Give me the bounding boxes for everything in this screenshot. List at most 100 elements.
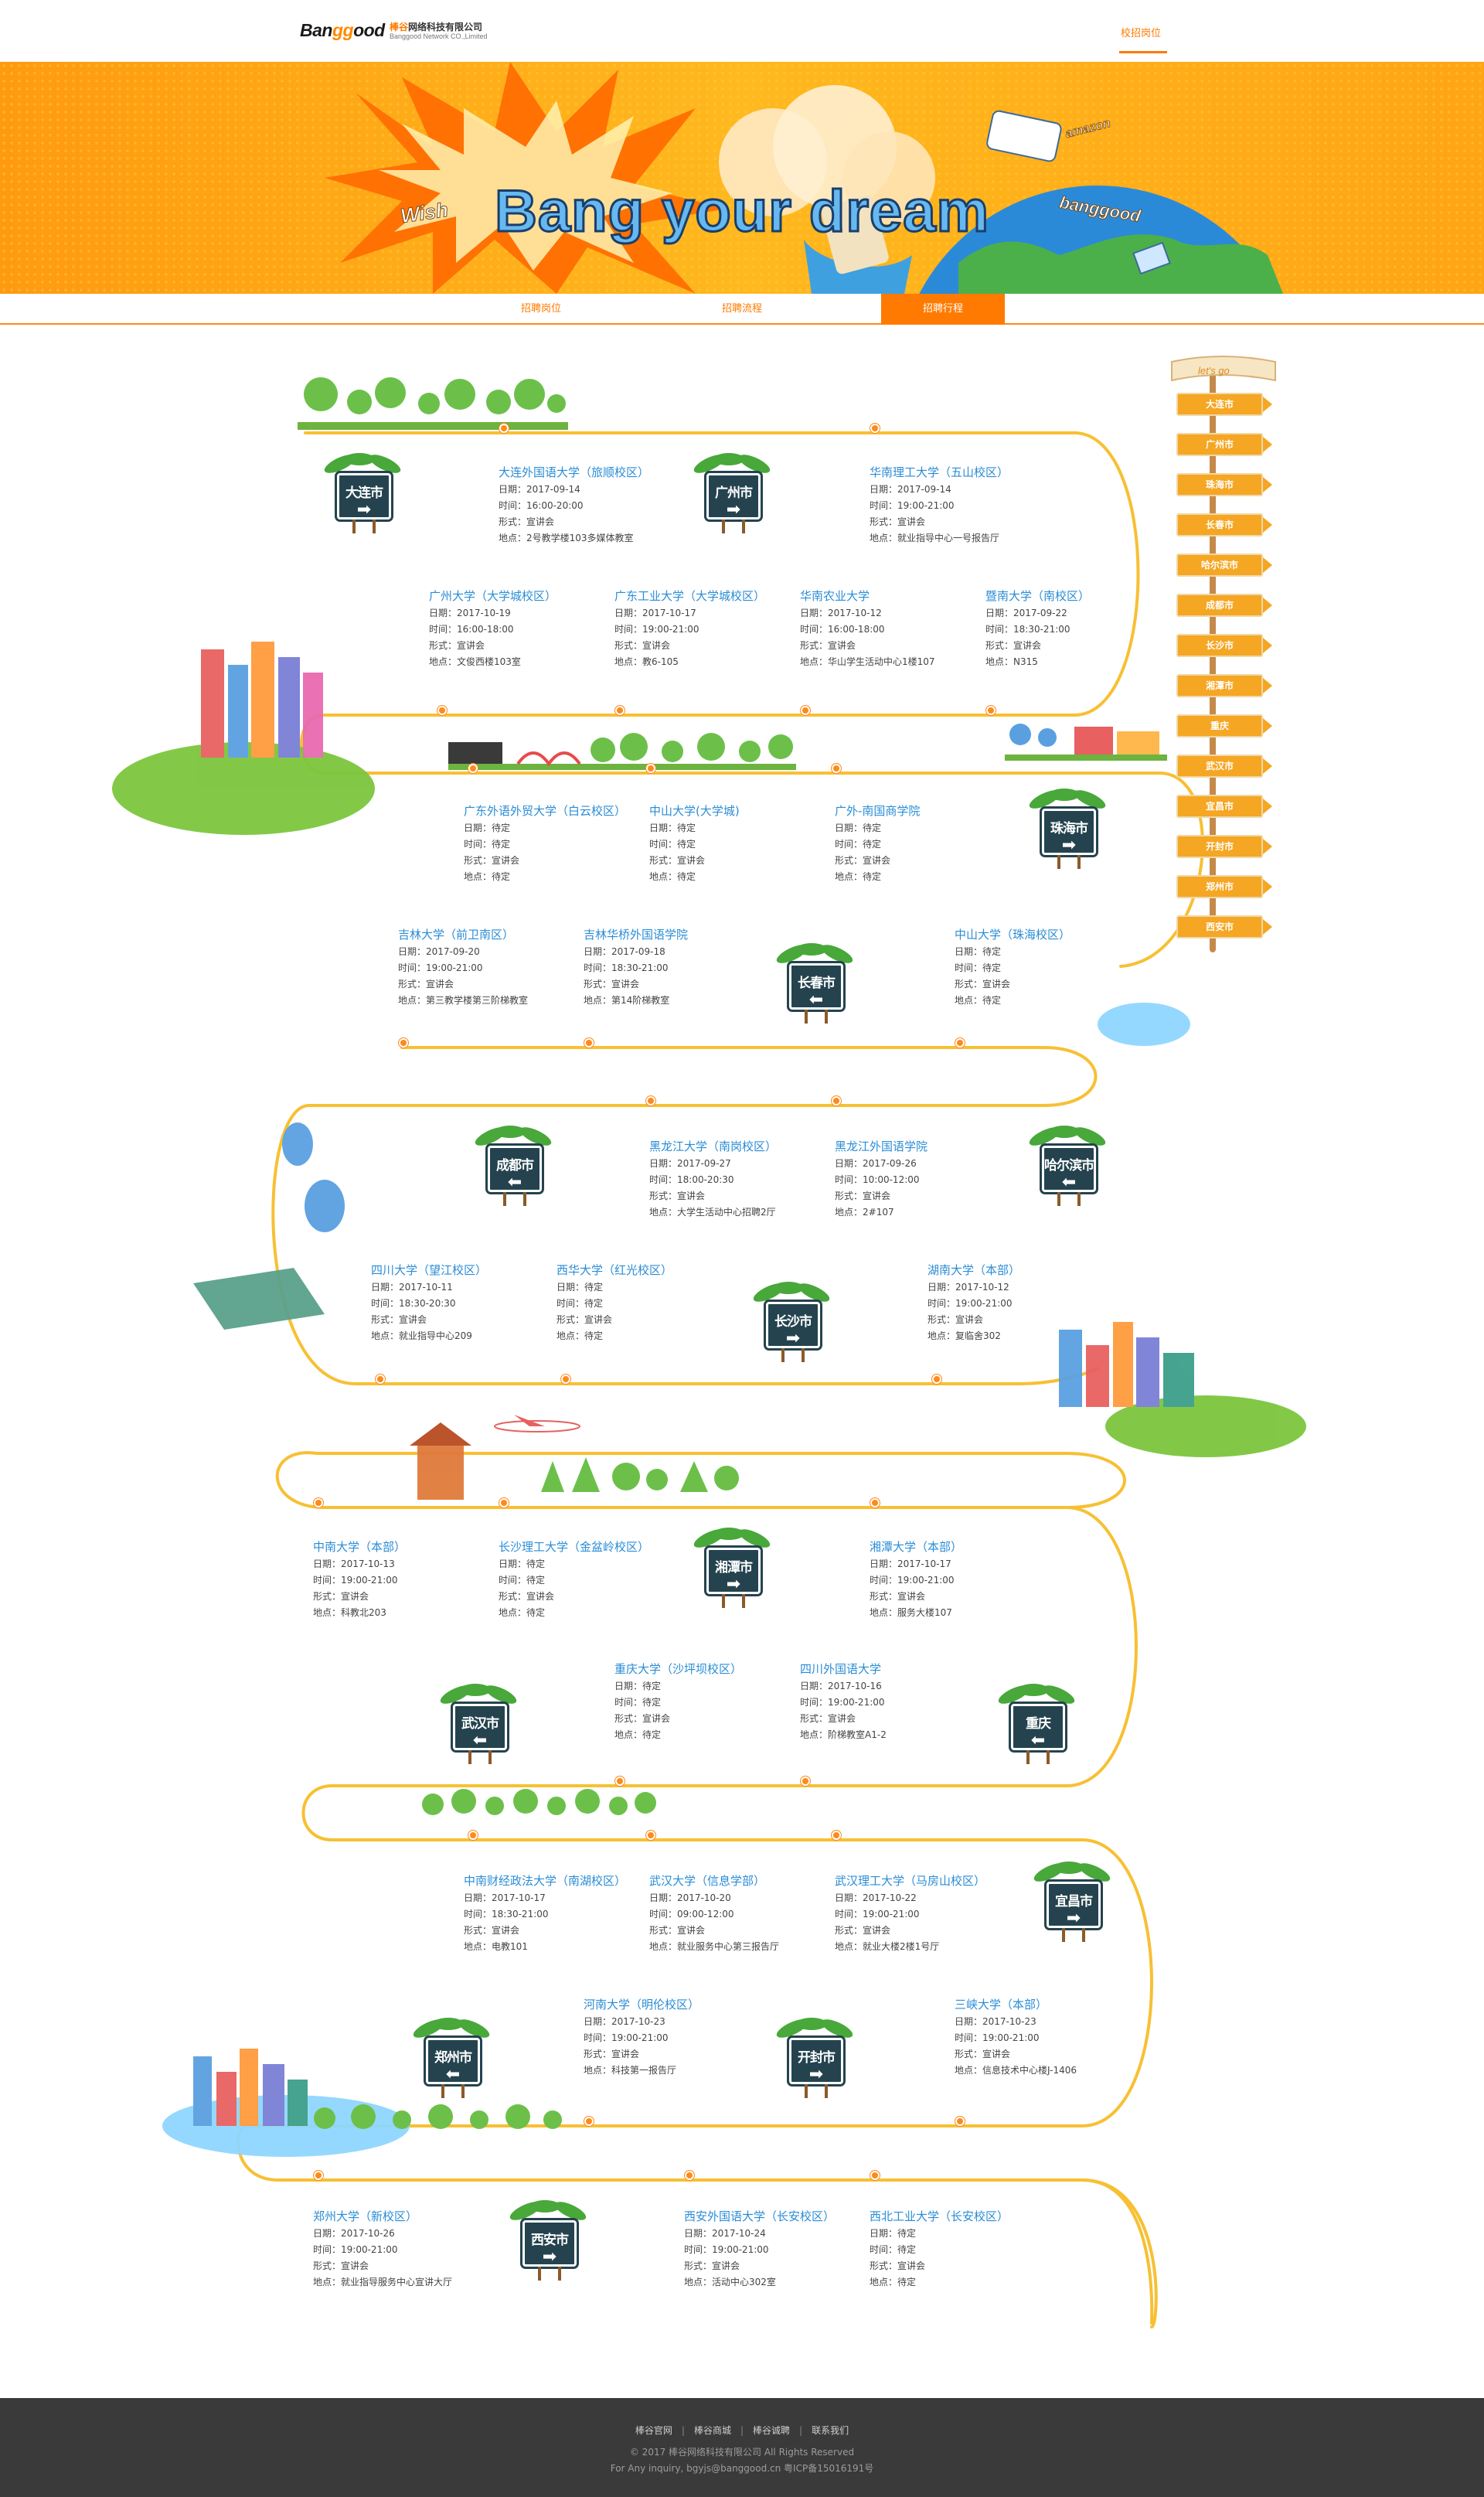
event-title[interactable]: 湖南大学（本部） <box>928 1263 1021 1277</box>
event-title[interactable]: 四川外国语大学 <box>800 1662 882 1676</box>
sidenav-item[interactable]: 开封市 <box>1176 835 1272 858</box>
hero-banner: Bang your dream Wish ebay banggood amazo… <box>0 62 1484 294</box>
event-form: 形式：宣讲会 <box>398 976 576 993</box>
banggood-logo[interactable]: Banggood <box>300 20 385 40</box>
sidenav-item[interactable]: 成都市 <box>1176 594 1272 617</box>
event-place-label: 地点： <box>870 533 898 543</box>
event-title[interactable]: 长沙理工大学（金盆岭校区） <box>499 1540 650 1554</box>
city-sign-chengdu[interactable]: 成都市⬅ <box>468 1119 560 1212</box>
event-title[interactable]: 中南财经政法大学（南湖校区） <box>464 1874 627 1888</box>
sidenav-item[interactable]: 长春市 <box>1176 513 1272 537</box>
sidenav-item[interactable]: 长沙市 <box>1176 634 1272 657</box>
event-title[interactable]: 暨南大学（南校区） <box>985 589 1091 603</box>
event-date-label: 日期： <box>584 946 612 957</box>
sidenav-item[interactable]: 珠海市 <box>1176 473 1272 496</box>
event-title[interactable]: 四川大学（望江校区） <box>371 1263 488 1277</box>
event-title[interactable]: 广东工业大学（大学城校区） <box>614 589 766 603</box>
event-title[interactable]: 华南农业大学 <box>800 589 870 603</box>
event-form-value: 宣讲会 <box>863 1925 891 1936</box>
city-sign-zhengzhou[interactable]: 郑州市⬅ <box>406 2012 499 2104</box>
city-sign-kaifeng[interactable]: 开封市➡ <box>769 2012 862 2104</box>
nav-campus-jobs[interactable]: 校招岗位 <box>1121 28 1162 39</box>
event-time-value: 19:00-21:00 <box>341 1575 398 1586</box>
event-date-value: 2017-09-27 <box>677 1158 731 1169</box>
event-title[interactable]: 黑龙江外国语学院 <box>835 1139 928 1153</box>
city-sign-harbin[interactable]: 哈尔滨市⬅ <box>1022 1119 1115 1212</box>
tab-process[interactable]: 招聘流程 <box>721 303 762 315</box>
event-place-label: 地点： <box>649 1941 678 1952</box>
event-title[interactable]: 吉林大学（前卫南区） <box>398 928 515 942</box>
event-title[interactable]: 中山大学(大学城) <box>649 804 740 818</box>
event-place-value: 阶梯教室A1-2 <box>828 1729 887 1740</box>
event-title[interactable]: 郑州大学（新校区） <box>313 2209 418 2223</box>
sidenav-item[interactable]: 西安市 <box>1176 915 1272 939</box>
event-title[interactable]: 西华大学（红光校区） <box>556 1263 673 1277</box>
event-title[interactable]: 广外-南国商学院 <box>835 804 921 818</box>
tab-positions[interactable]: 招聘岗位 <box>520 303 561 315</box>
event-title[interactable]: 黑龙江大学（南岗校区） <box>649 1139 778 1153</box>
footer <box>0 2398 1484 2497</box>
event-time: 时间：待定 <box>464 836 642 853</box>
city-sign-guangzhou[interactable]: 广州市➡ <box>686 447 779 540</box>
sidenav-item[interactable]: 大连市 <box>1176 393 1272 416</box>
event-title[interactable]: 华南理工大学（五山校区） <box>870 465 1009 479</box>
event-time: 时间：待定 <box>870 2242 1047 2258</box>
city-sign-xiangtan[interactable]: 湘潭市➡ <box>686 1521 779 1614</box>
footer-link-contact[interactable]: 联系我们 <box>812 2425 849 2436</box>
event-time-label: 时间： <box>556 1298 585 1309</box>
sidenav-item[interactable]: 广州市 <box>1176 433 1272 456</box>
event-title[interactable]: 吉林华桥外国语学院 <box>584 928 689 942</box>
event-title[interactable]: 三峡大学（本部） <box>955 1998 1048 2012</box>
event-place-value: 就业指导中心209 <box>399 1330 472 1341</box>
sidenav-item[interactable]: 武汉市 <box>1176 755 1272 778</box>
sidenav-item[interactable]: 湘潭市 <box>1176 674 1272 697</box>
sidenav-item[interactable]: 宜昌市 <box>1176 795 1272 818</box>
event-title[interactable]: 中山大学（珠海校区） <box>955 928 1071 942</box>
event-title[interactable]: 湘潭大学（本部） <box>870 1540 963 1554</box>
route-dot <box>986 706 996 715</box>
footer-link-jobs[interactable]: 棒谷诚聘 <box>753 2425 791 2436</box>
event-title[interactable]: 广东外语外贸大学（白云校区） <box>464 804 627 818</box>
event-form-label: 形式： <box>835 855 863 866</box>
city-sign-changchun[interactable]: 长春市⬅ <box>769 937 862 1030</box>
city-sign-wuhan[interactable]: 武汉市⬅ <box>433 1678 526 1770</box>
event-title[interactable]: 河南大学（明伦校区） <box>584 1998 700 2012</box>
event-title[interactable]: 广州大学（大学城校区） <box>429 589 557 603</box>
sidenav-item[interactable]: 郑州市 <box>1176 875 1272 898</box>
event-title[interactable]: 武汉理工大学（马房山校区） <box>835 1874 986 1888</box>
city-sign-dalian[interactable]: 大连市➡ <box>317 447 410 540</box>
city-sign-changsha[interactable]: 长沙市➡ <box>746 1276 839 1368</box>
event-place-value: 就业指导服务中心宣讲大厅 <box>341 2277 453 2287</box>
event-place: 地点：待定 <box>955 993 1132 1009</box>
event-date: 日期：2017-09-20 <box>398 944 576 960</box>
tab-schedule[interactable]: 招聘行程 <box>881 294 1005 325</box>
event-title[interactable]: 西安外国语大学（长安校区） <box>684 2209 836 2223</box>
sidenav-item[interactable]: 哈尔滨市 <box>1176 554 1272 577</box>
sidenav-item[interactable]: 重庆 <box>1176 714 1272 738</box>
event-place-value: 文俊西楼103室 <box>457 656 521 667</box>
footer-link-mall[interactable]: 棒谷商城 <box>693 2425 731 2436</box>
event-title[interactable]: 武汉大学（信息学部） <box>649 1874 766 1888</box>
event-time-label: 时间： <box>870 500 898 511</box>
city-sign-yichang[interactable]: 宜昌市➡ <box>1026 1855 1119 1948</box>
event-time-value: 待定 <box>526 1575 546 1586</box>
event-form-value: 宣讲会 <box>584 1314 613 1325</box>
event-title[interactable]: 大连外国语大学（旅顺校区） <box>499 465 650 479</box>
footer-link-official[interactable]: 棒谷官网 <box>635 2425 672 2436</box>
event-title[interactable]: 重庆大学（沙坪坝校区） <box>614 1662 743 1676</box>
event-time: 时间：待定 <box>556 1296 734 1312</box>
event-time-value: 16:00-18:00 <box>828 624 885 635</box>
city-sign-zhuhai[interactable]: 珠海市➡ <box>1022 782 1115 875</box>
event-date-label: 日期： <box>649 1158 678 1169</box>
event-date-label: 日期： <box>835 823 863 833</box>
event-form: 形式：宣讲会 <box>870 2258 1047 2274</box>
event-title[interactable]: 中南大学（本部） <box>313 1540 407 1554</box>
city-sign-xian[interactable]: 西安市➡ <box>502 2194 595 2287</box>
route-dot <box>468 1831 478 1840</box>
event-time-label: 时间： <box>313 2244 342 2255</box>
event-title[interactable]: 西北工业大学（长安校区） <box>870 2209 1009 2223</box>
city-sign-chongqing[interactable]: 重庆⬅ <box>991 1678 1084 1770</box>
